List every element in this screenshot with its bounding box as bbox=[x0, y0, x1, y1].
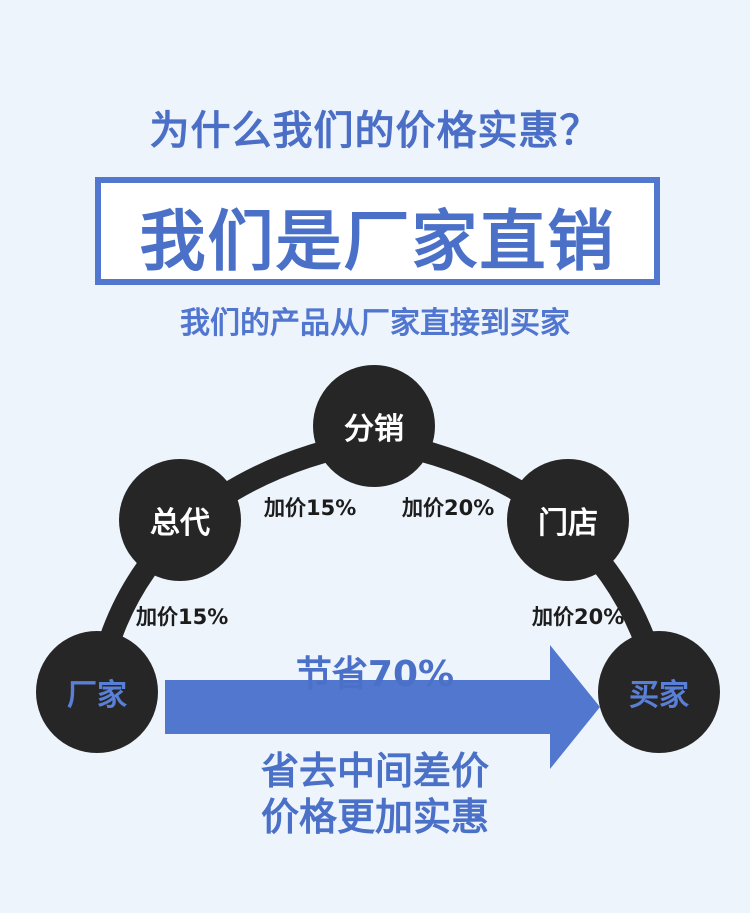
node-factory: 厂家 bbox=[36, 631, 158, 753]
savings-arrow bbox=[165, 645, 600, 769]
subtitle: 我们的产品从厂家直接到买家 bbox=[180, 306, 570, 341]
markup-agent-distribution: 加价15% bbox=[264, 496, 357, 520]
markup-store-buyer: 加价20% bbox=[532, 605, 625, 629]
question-title: 为什么我们的价格实惠？ bbox=[149, 108, 601, 154]
markup-distribution-store: 加价20% bbox=[402, 496, 495, 520]
savings-label: 节省70% bbox=[295, 654, 455, 695]
markup-factory-agent: 加价15% bbox=[136, 605, 229, 629]
banner-title: 我们是厂家直销 bbox=[139, 203, 616, 280]
savings-summary: 省去中间差价 价格更加实惠 bbox=[0, 748, 750, 840]
banner-frame bbox=[95, 177, 660, 285]
savings-line-2: 价格更加实惠 bbox=[260, 795, 489, 839]
node-distribution: 分销 bbox=[313, 365, 435, 487]
node-general-agent: 总代 bbox=[119, 459, 241, 581]
node-store: 门店 bbox=[507, 459, 629, 581]
savings-line-1: 省去中间差价 bbox=[260, 749, 489, 793]
node-buyer: 买家 bbox=[598, 631, 720, 753]
